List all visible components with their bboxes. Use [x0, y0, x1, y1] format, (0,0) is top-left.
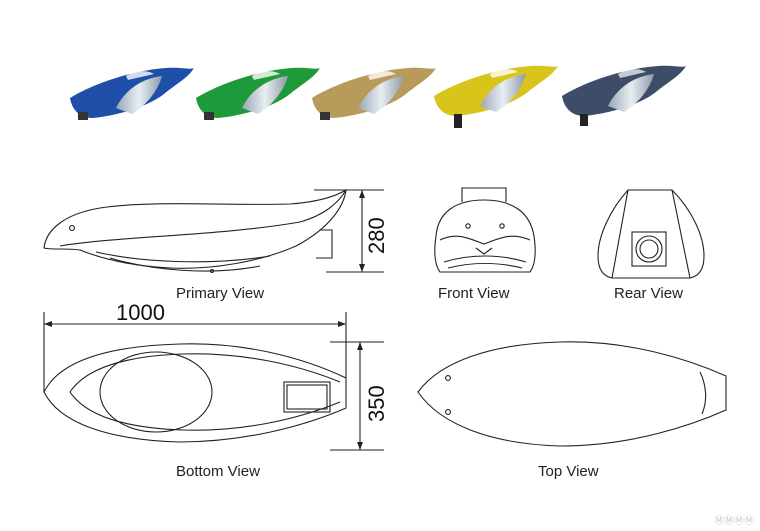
height-dimension-label: 280	[364, 217, 389, 254]
bottom-view-label: Bottom View	[176, 463, 260, 480]
top-view-label: Top View	[538, 463, 599, 480]
width-dimension-label: 350	[364, 385, 389, 422]
length-dimension-label: 1000	[116, 300, 165, 325]
front-view-label: Front View	[438, 285, 510, 302]
primary-view-label: Primary View	[176, 285, 265, 302]
length-dimension-lines	[43, 312, 347, 392]
lamp-variant-yellow	[434, 65, 558, 128]
width-dimension-lines	[330, 341, 384, 451]
rear-view-label: Rear View	[614, 285, 683, 302]
watermark: ⓂⓂⓂⓂ	[714, 516, 754, 527]
bottom-view-drawing	[43, 343, 347, 443]
dimension-arrowheads	[44, 190, 365, 450]
lamp-variant-gold	[312, 67, 436, 120]
top-view-drawing	[417, 341, 727, 447]
primary-view-drawing	[43, 188, 347, 274]
rear-view-drawing	[597, 189, 705, 279]
lamp-variant-green	[196, 67, 320, 120]
lamp-variant-slate	[562, 65, 686, 126]
front-view-drawing	[434, 187, 536, 273]
height-dimension-lines	[314, 189, 384, 273]
lamp-variant-blue	[70, 67, 194, 120]
